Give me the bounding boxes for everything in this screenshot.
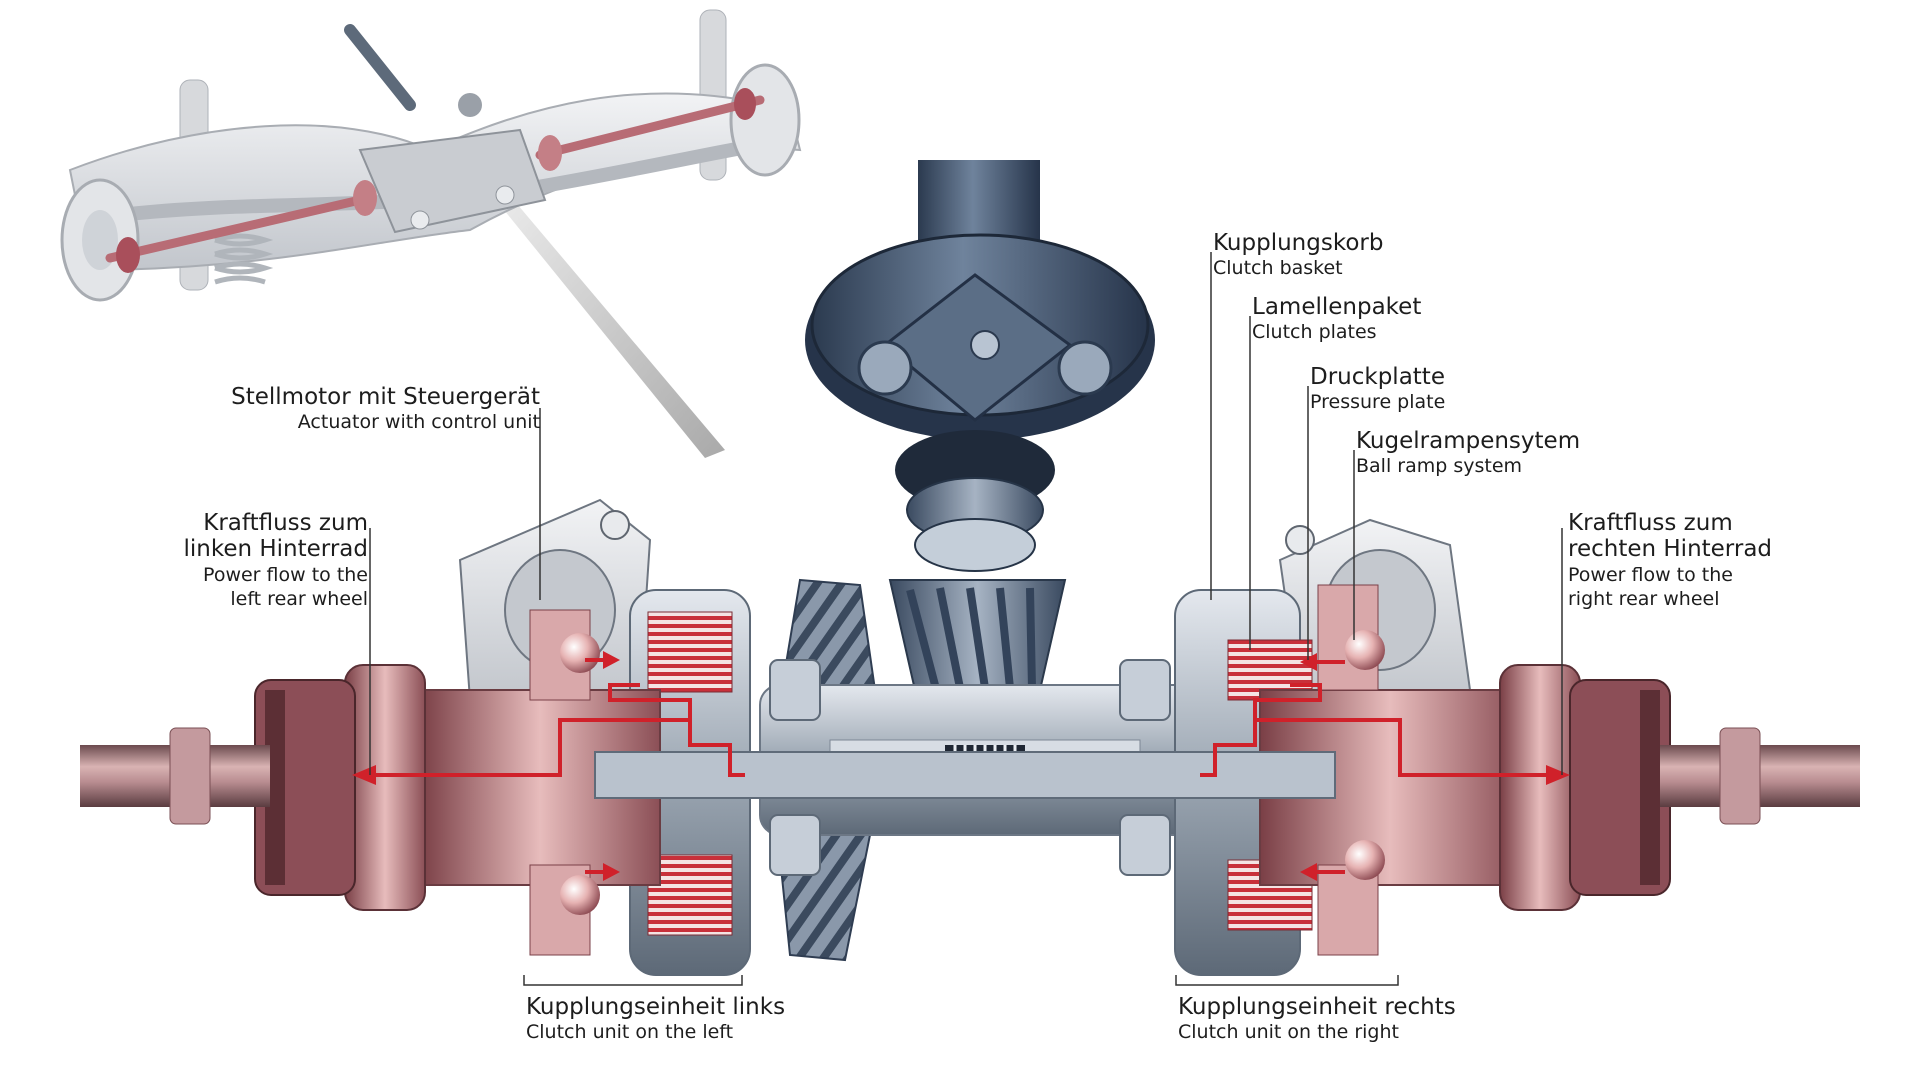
label-clutch-basket: Kupplungskorb Clutch basket xyxy=(1213,230,1383,280)
label-ball-ramp-en: Ball ramp system xyxy=(1356,455,1523,478)
label-right-flow-de1: Kraftfluss zum xyxy=(1568,510,1733,536)
label-clutch-unit-left-de: Kupplungseinheit links xyxy=(526,994,786,1020)
label-right-flow-en1: Power flow to the xyxy=(1568,563,1733,586)
label-ball-ramp-de: Kugelrampensytem xyxy=(1356,428,1581,454)
label-pressure-plate-en: Pressure plate xyxy=(1310,391,1446,414)
leader-lines xyxy=(369,252,1563,986)
label-clutch-plates: Lamellenpaket Clutch plates xyxy=(1252,294,1421,344)
power-flow-right xyxy=(1200,683,1552,777)
left-top-actuation-arrow xyxy=(603,651,620,669)
inset-pointer-beam xyxy=(500,198,725,458)
label-right-flow-en2: right rear wheel xyxy=(1568,587,1720,610)
label-clutch-basket-en: Clutch basket xyxy=(1213,257,1343,280)
label-clutch-unit-left: Kupplungseinheit links Clutch unit on th… xyxy=(526,994,785,1044)
label-clutch-unit-right-de: Kupplungseinheit rechts xyxy=(1178,994,1456,1020)
label-clutch-unit-right-en: Clutch unit on the right xyxy=(1178,1021,1399,1044)
label-right-flow-de2: rechten Hinterrad xyxy=(1568,536,1773,563)
label-left-flow-de1: Kraftfluss zum xyxy=(203,510,368,536)
label-pressure-plate-de: Druckplatte xyxy=(1310,364,1445,390)
label-clutch-unit-left-en: Clutch unit on the left xyxy=(526,1021,734,1044)
rear-differential-cutaway-icon xyxy=(80,160,1860,976)
right-bottom-actuation-arrow xyxy=(1300,863,1317,881)
label-left-flow-en2: left rear wheel xyxy=(230,587,368,610)
right-top-actuation-arrow xyxy=(1300,653,1317,671)
label-clutch-unit-right: Kupplungseinheit rechts Clutch unit on t… xyxy=(1178,994,1456,1044)
label-right-flow: Kraftfluss zum rechten Hinterrad Power f… xyxy=(1568,510,1772,611)
power-flow-left xyxy=(368,683,745,777)
label-actuator-en: Actuator with control unit xyxy=(297,411,540,434)
label-actuator-de: Stellmotor mit Steuergerät xyxy=(231,384,540,410)
label-actuator: Stellmotor mit Steuergerät Actuator with… xyxy=(231,384,540,434)
label-left-flow-en1: Power flow to the xyxy=(203,563,368,586)
label-clutch-plates-de: Lamellenpaket xyxy=(1252,294,1422,320)
rear-axle-chassis-icon xyxy=(60,9,802,458)
label-left-flow: Kraftfluss zum linken Hinterrad Power fl… xyxy=(183,510,368,611)
label-clutch-basket-de: Kupplungskorb xyxy=(1213,230,1384,256)
label-clutch-plates-en: Clutch plates xyxy=(1252,321,1377,344)
power-flow-right-arrowhead xyxy=(1546,765,1570,785)
label-pressure-plate: Druckplatte Pressure plate xyxy=(1310,364,1445,414)
left-bottom-actuation-arrow xyxy=(603,863,620,881)
label-ball-ramp: Kugelrampensytem Ball ramp system xyxy=(1356,428,1580,478)
label-left-flow-de2: linken Hinterrad xyxy=(183,536,368,563)
